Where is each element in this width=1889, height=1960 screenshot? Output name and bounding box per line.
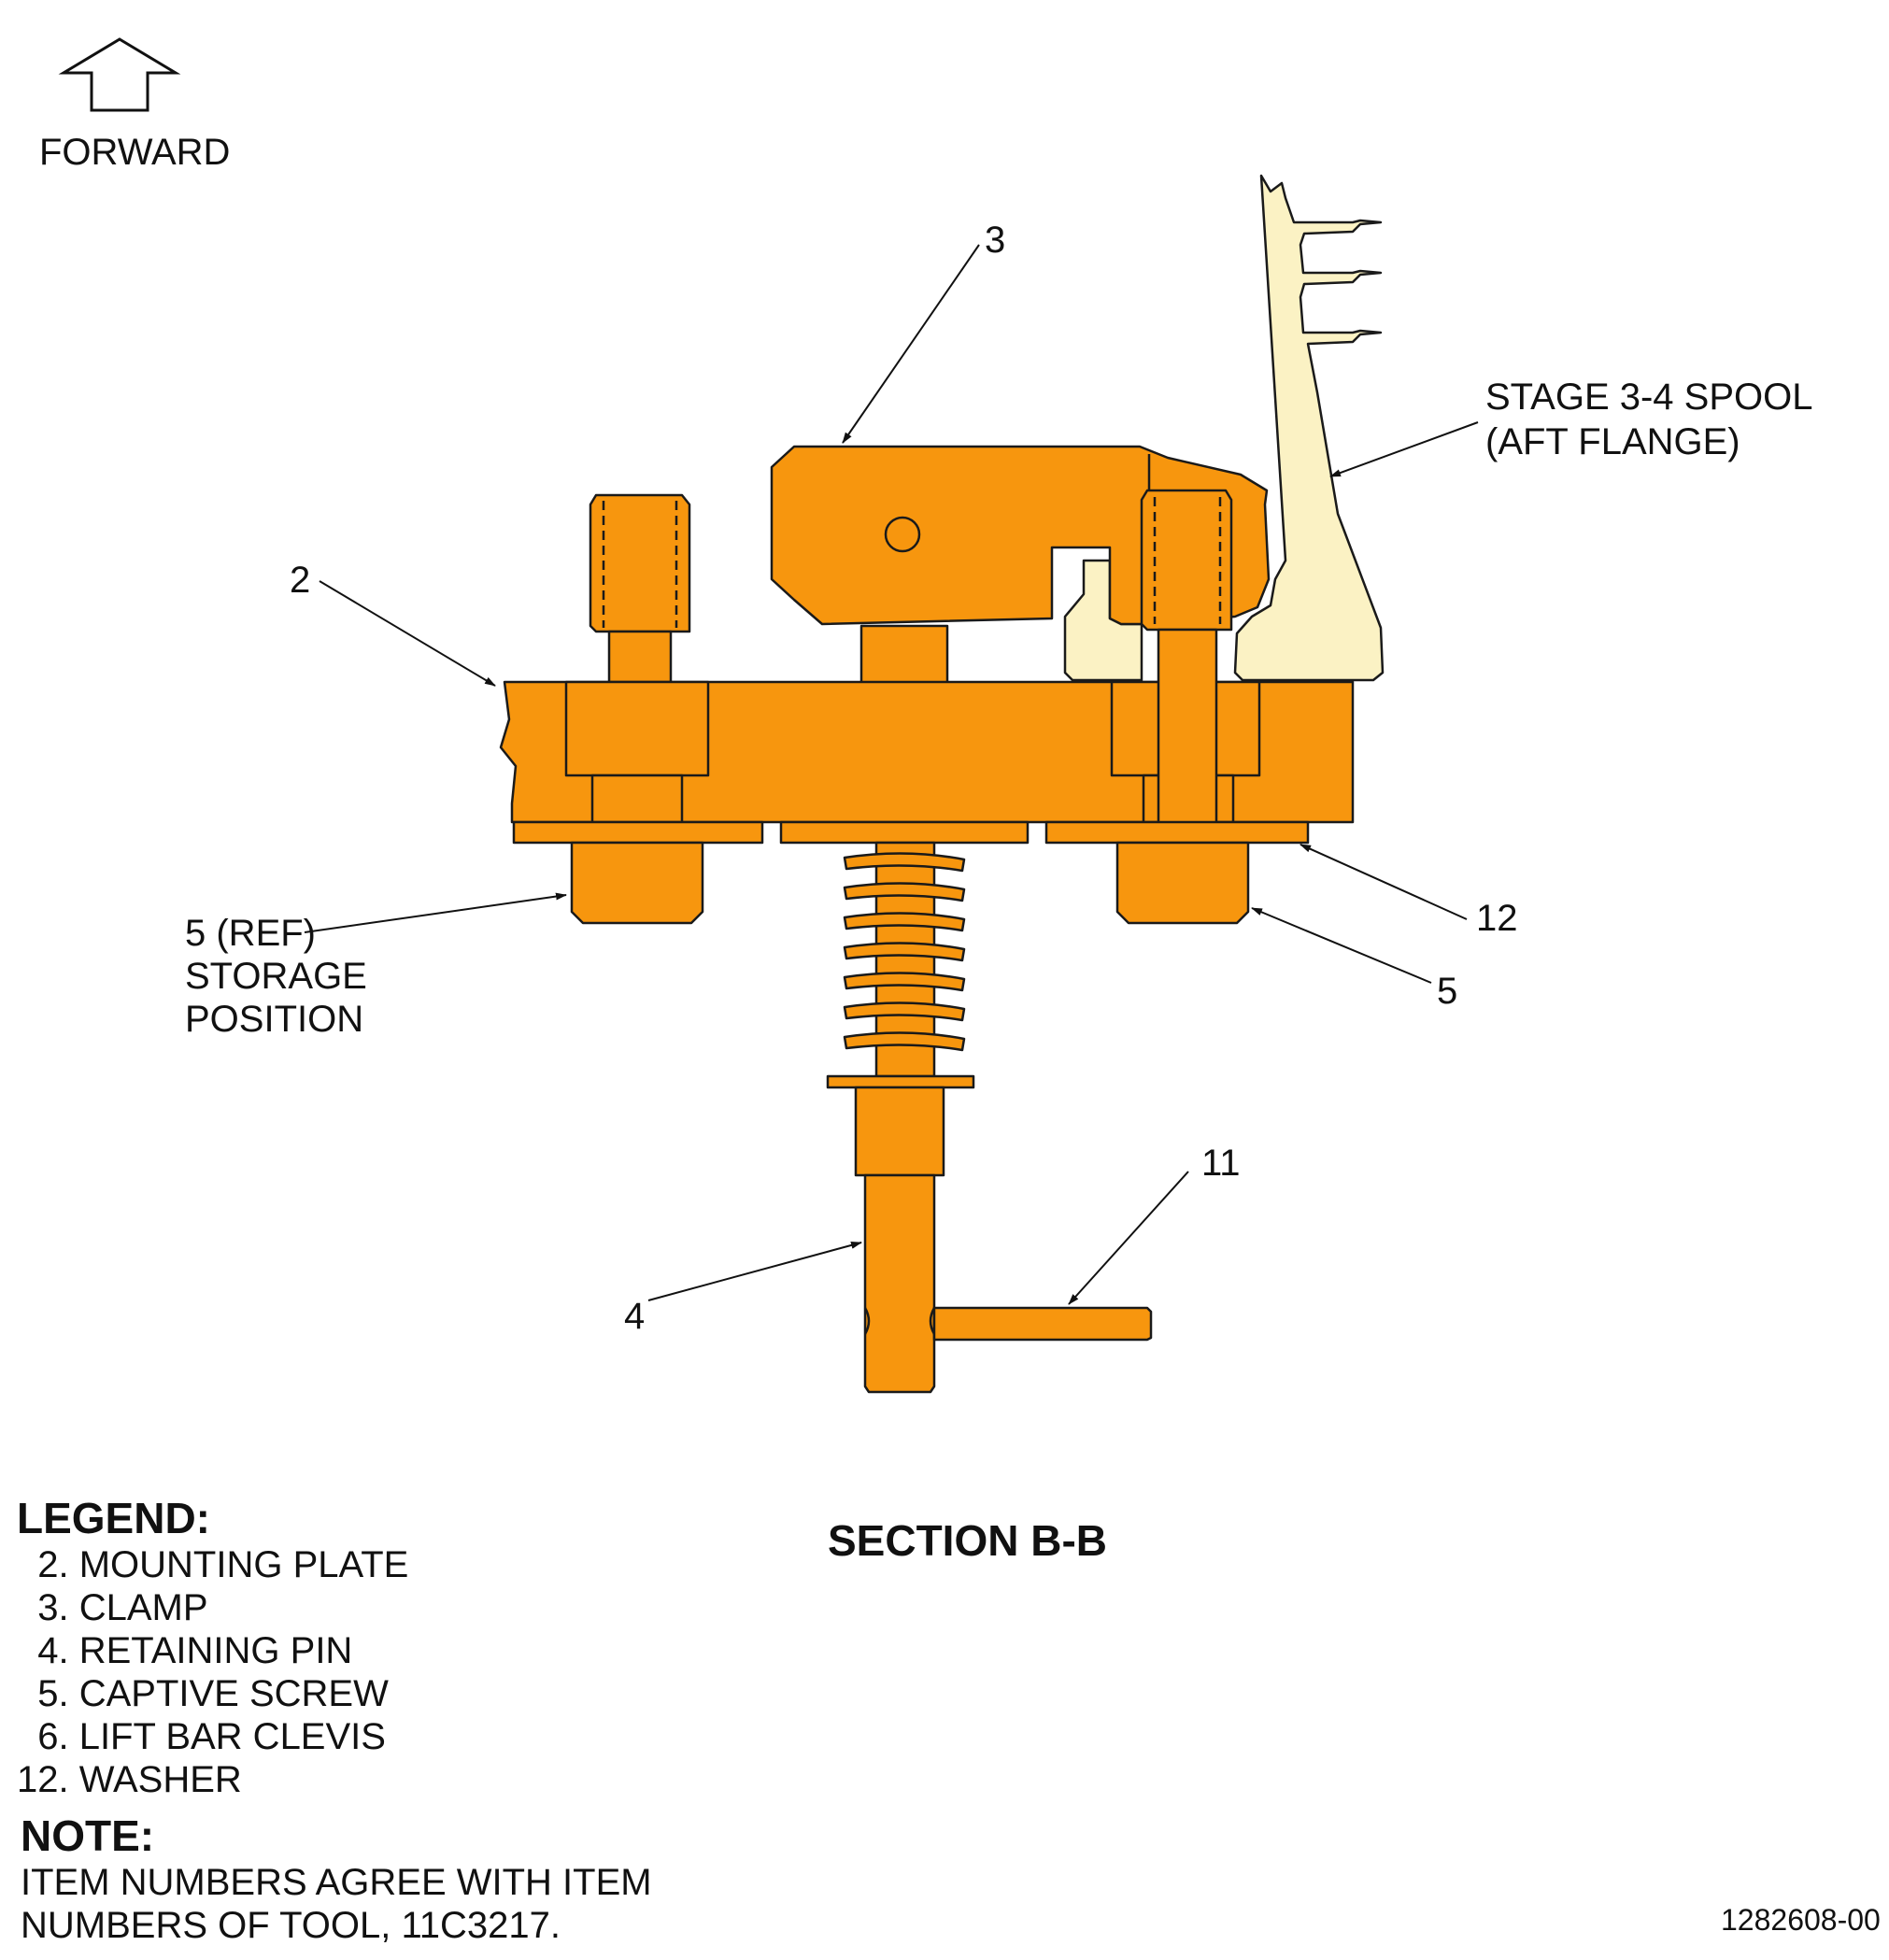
washer-right bbox=[1044, 820, 1310, 845]
left-screw-head bbox=[589, 493, 691, 633]
forward-arrow-icon bbox=[58, 37, 181, 112]
retaining-pin-mid bbox=[854, 1086, 945, 1177]
callout-5: 5 bbox=[1437, 971, 1458, 1012]
legend-item: 12. WASHER bbox=[17, 1759, 242, 1800]
note-line: NUMBERS OF TOOL, 11C3217. bbox=[21, 1905, 561, 1946]
note-title: NOTE: bbox=[21, 1811, 155, 1860]
right-screw-lower-head bbox=[1115, 841, 1250, 925]
legend: LEGEND: 2. MOUNTING PLATE 3. CLAMP 4. RE… bbox=[17, 1493, 408, 1801]
callout-3: 3 bbox=[985, 220, 1006, 261]
note-line: ITEM NUMBERS AGREE WITH ITEM bbox=[21, 1862, 652, 1903]
legend-item: 6. LIFT BAR CLEVIS bbox=[17, 1716, 386, 1757]
section-title: SECTION B-B bbox=[828, 1516, 1107, 1565]
washer-left bbox=[512, 820, 764, 845]
forward-label: FORWARD bbox=[39, 132, 231, 173]
legend-item: 5. CAPTIVE SCREW bbox=[17, 1673, 389, 1714]
washer-mid bbox=[779, 820, 1030, 845]
legend-title: LEGEND: bbox=[17, 1494, 210, 1542]
t-handle bbox=[932, 1306, 1153, 1342]
spool-aft-flange bbox=[1233, 174, 1385, 682]
figure-id: 1282608-00 bbox=[1721, 1903, 1881, 1937]
callout-11: 11 bbox=[1201, 1143, 1241, 1184]
legend-item: 3. CLAMP bbox=[17, 1587, 208, 1628]
callout-2: 2 bbox=[290, 560, 311, 601]
clamp-hole bbox=[884, 516, 921, 553]
spring-washer bbox=[826, 1074, 975, 1089]
right-screw-shank bbox=[1157, 628, 1218, 830]
retaining-pin-lower bbox=[863, 1173, 936, 1394]
spool-label-line2: (AFT FLANGE) bbox=[1485, 421, 1740, 462]
callout-4: 4 bbox=[624, 1296, 646, 1337]
legend-item: 4. RETAINING PIN bbox=[17, 1630, 353, 1671]
callout-5-ref-line3: POSITION bbox=[185, 999, 364, 1040]
spring bbox=[843, 852, 966, 1052]
callout-5-ref-line2: STORAGE bbox=[185, 956, 367, 997]
spool-label-line1: STAGE 3-4 SPOOL bbox=[1485, 376, 1813, 418]
callout-5-ref-line1: 5 (REF) bbox=[185, 913, 316, 954]
left-screw-lower-head bbox=[570, 841, 704, 925]
legend-item: 2. MOUNTING PLATE bbox=[17, 1544, 409, 1585]
note: NOTE: ITEM NUMBERS AGREE WITH ITEM NUMBE… bbox=[21, 1811, 652, 1947]
callout-12: 12 bbox=[1476, 898, 1518, 939]
